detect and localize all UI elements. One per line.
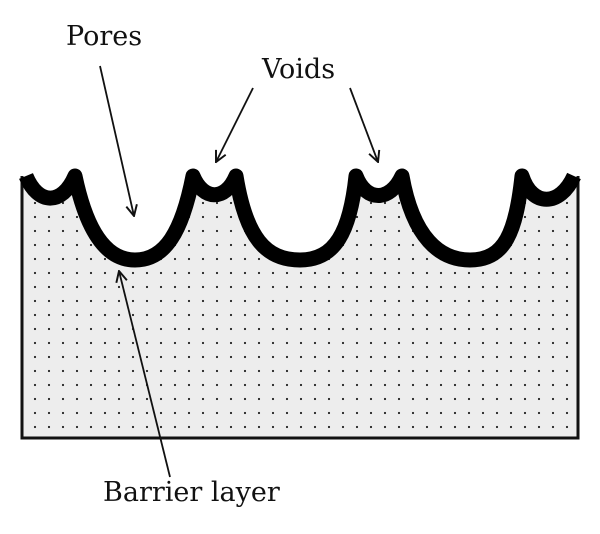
voids-label: Voids bbox=[262, 54, 336, 85]
pores-label: Pores bbox=[66, 21, 143, 52]
voids-arrow-right bbox=[349, 87, 378, 162]
dot-texture bbox=[22, 178, 578, 438]
barrier-layer-curve bbox=[19, 168, 581, 268]
pores-arrow bbox=[99, 65, 134, 216]
barrier-layer-label: Barrier layer bbox=[103, 477, 280, 508]
substrate-outline bbox=[20, 176, 580, 440]
voids-arrow-left bbox=[216, 87, 254, 162]
barrier-layer-arrow bbox=[119, 271, 171, 478]
